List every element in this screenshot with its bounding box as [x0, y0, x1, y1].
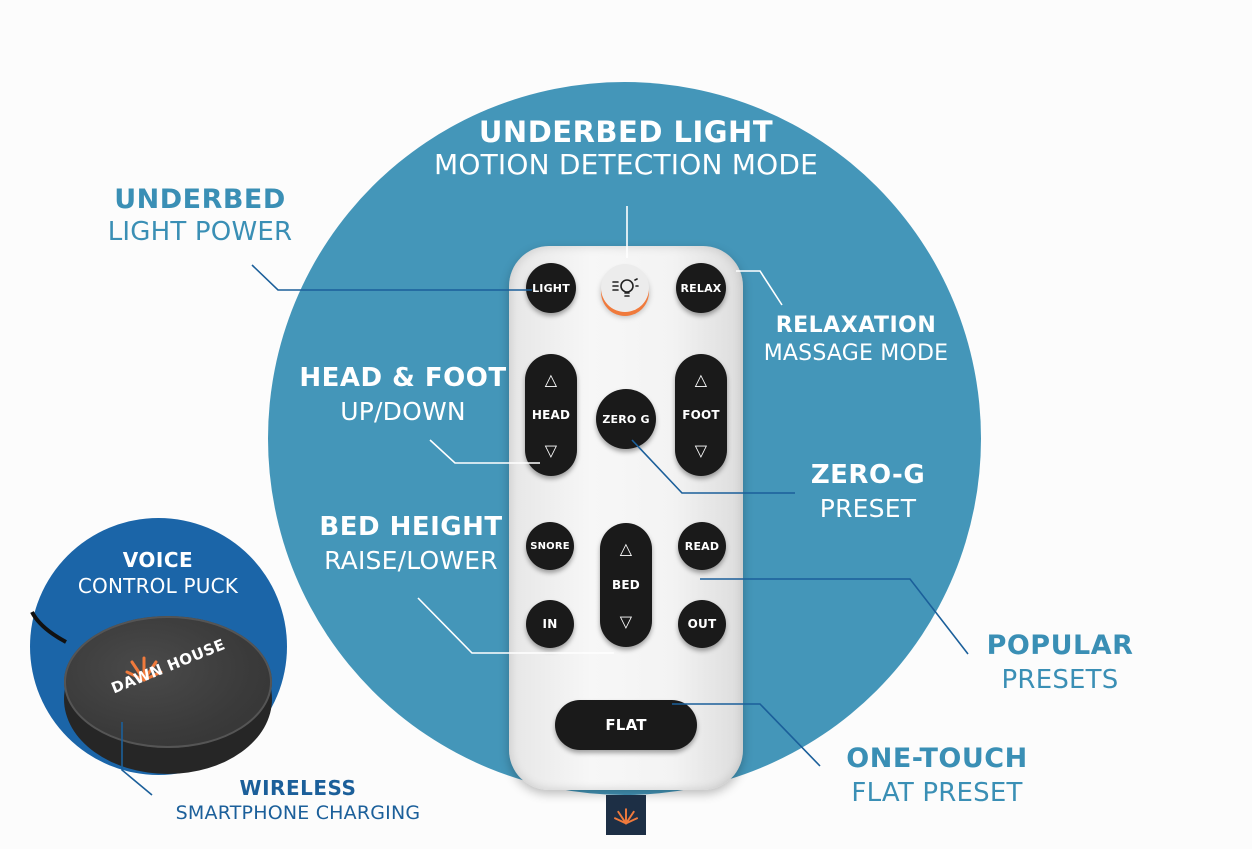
callout-subtitle: UP/DOWN: [340, 397, 466, 426]
foot-rocker[interactable]: △ FOOT ▽: [675, 354, 727, 476]
lightbulb-icon: [612, 278, 639, 297]
snore-button[interactable]: SNORE: [526, 522, 574, 570]
zero-g-button[interactable]: ZERO G: [596, 389, 656, 449]
callout-title: ONE-TOUCH: [846, 743, 1028, 774]
callout-title: HEAD & FOOT: [299, 363, 507, 393]
head-up-arrow-icon[interactable]: △: [544, 370, 558, 389]
bed-height-rocker[interactable]: △ BED ▽: [600, 523, 652, 647]
callout-subtitle: FLAT PRESET: [851, 778, 1023, 808]
relax-button[interactable]: RELAX: [676, 263, 726, 313]
callout-head-foot: HEAD & FOOT UP/DOWN: [280, 365, 526, 424]
callout-relaxation: RELAXATION MASSAGE MODE: [744, 315, 968, 365]
callout-title: POPULAR: [986, 630, 1134, 661]
light-button-label: LIGHT: [532, 281, 570, 295]
callout-subtitle: PRESETS: [1001, 665, 1119, 695]
callout-title: RELAXATION: [775, 313, 937, 338]
underbed-light-mode-button[interactable]: [601, 264, 649, 312]
callout-subtitle: SMARTPHONE CHARGING: [175, 802, 421, 824]
callout-wireless: WIRELESS SMARTPHONE CHARGING: [140, 778, 456, 823]
callout-title: UNDERBED LIGHT: [478, 115, 774, 149]
remote-brand-tag: [606, 795, 646, 835]
flat-button[interactable]: FLAT: [555, 700, 697, 750]
bed-down-arrow-icon[interactable]: ▽: [619, 612, 633, 631]
in-button[interactable]: IN: [526, 600, 574, 648]
bed-label: BED: [612, 578, 640, 592]
foot-up-arrow-icon[interactable]: △: [694, 370, 708, 389]
head-rocker[interactable]: △ HEAD ▽: [525, 354, 577, 476]
callout-popular-presets: POPULAR PRESETS: [966, 632, 1154, 693]
light-button[interactable]: LIGHT: [526, 263, 576, 313]
out-button[interactable]: OUT: [678, 600, 726, 648]
read-button-label: READ: [684, 539, 720, 553]
relax-button-label: RELAX: [680, 281, 722, 295]
in-button-label: IN: [542, 617, 558, 631]
callout-underbed-light-power: UNDERBED LIGHT POWER: [80, 186, 320, 245]
callout-title: ZERO-G: [810, 460, 926, 490]
bed-up-arrow-icon[interactable]: △: [619, 539, 633, 558]
callout-title: BED HEIGHT: [319, 512, 503, 542]
callout-subtitle: RAISE/LOWER: [324, 546, 498, 575]
flat-button-label: FLAT: [605, 716, 647, 734]
callout-subtitle: PRESET: [819, 494, 917, 523]
callout-underbed-light-mode: UNDERBED LIGHT MOTION DETECTION MODE: [410, 118, 842, 179]
callout-voice: VOICE CONTROL PUCK: [52, 550, 264, 596]
callout-title: WIRELESS: [239, 776, 357, 800]
callout-one-touch: ONE-TOUCH FLAT PRESET: [824, 745, 1050, 806]
callout-subtitle: LIGHT POWER: [107, 217, 293, 247]
out-button-label: OUT: [687, 617, 717, 631]
zero-g-button-label: ZERO G: [602, 412, 650, 426]
sunrise-logo-icon: [614, 808, 638, 825]
snore-button-label: SNORE: [530, 540, 570, 552]
callout-subtitle: MOTION DETECTION MODE: [434, 148, 818, 181]
puck-top: [64, 616, 272, 748]
head-label: HEAD: [531, 408, 571, 422]
read-button[interactable]: READ: [678, 522, 726, 570]
head-down-arrow-icon[interactable]: ▽: [544, 441, 558, 460]
foot-label: FOOT: [682, 408, 720, 422]
callout-bed-height: BED HEIGHT RAISE/LOWER: [296, 514, 526, 573]
callout-title: VOICE: [122, 548, 194, 572]
foot-down-arrow-icon[interactable]: ▽: [694, 441, 708, 460]
sunrise-logo-icon: [125, 656, 163, 682]
callout-title: UNDERBED: [114, 184, 286, 215]
callout-zero-g: ZERO-G PRESET: [788, 462, 948, 521]
callout-subtitle: MASSAGE MODE: [763, 341, 949, 366]
callout-subtitle: CONTROL PUCK: [77, 574, 239, 598]
remote-control: LIGHT RELAX △ HEAD ▽: [509, 246, 743, 790]
